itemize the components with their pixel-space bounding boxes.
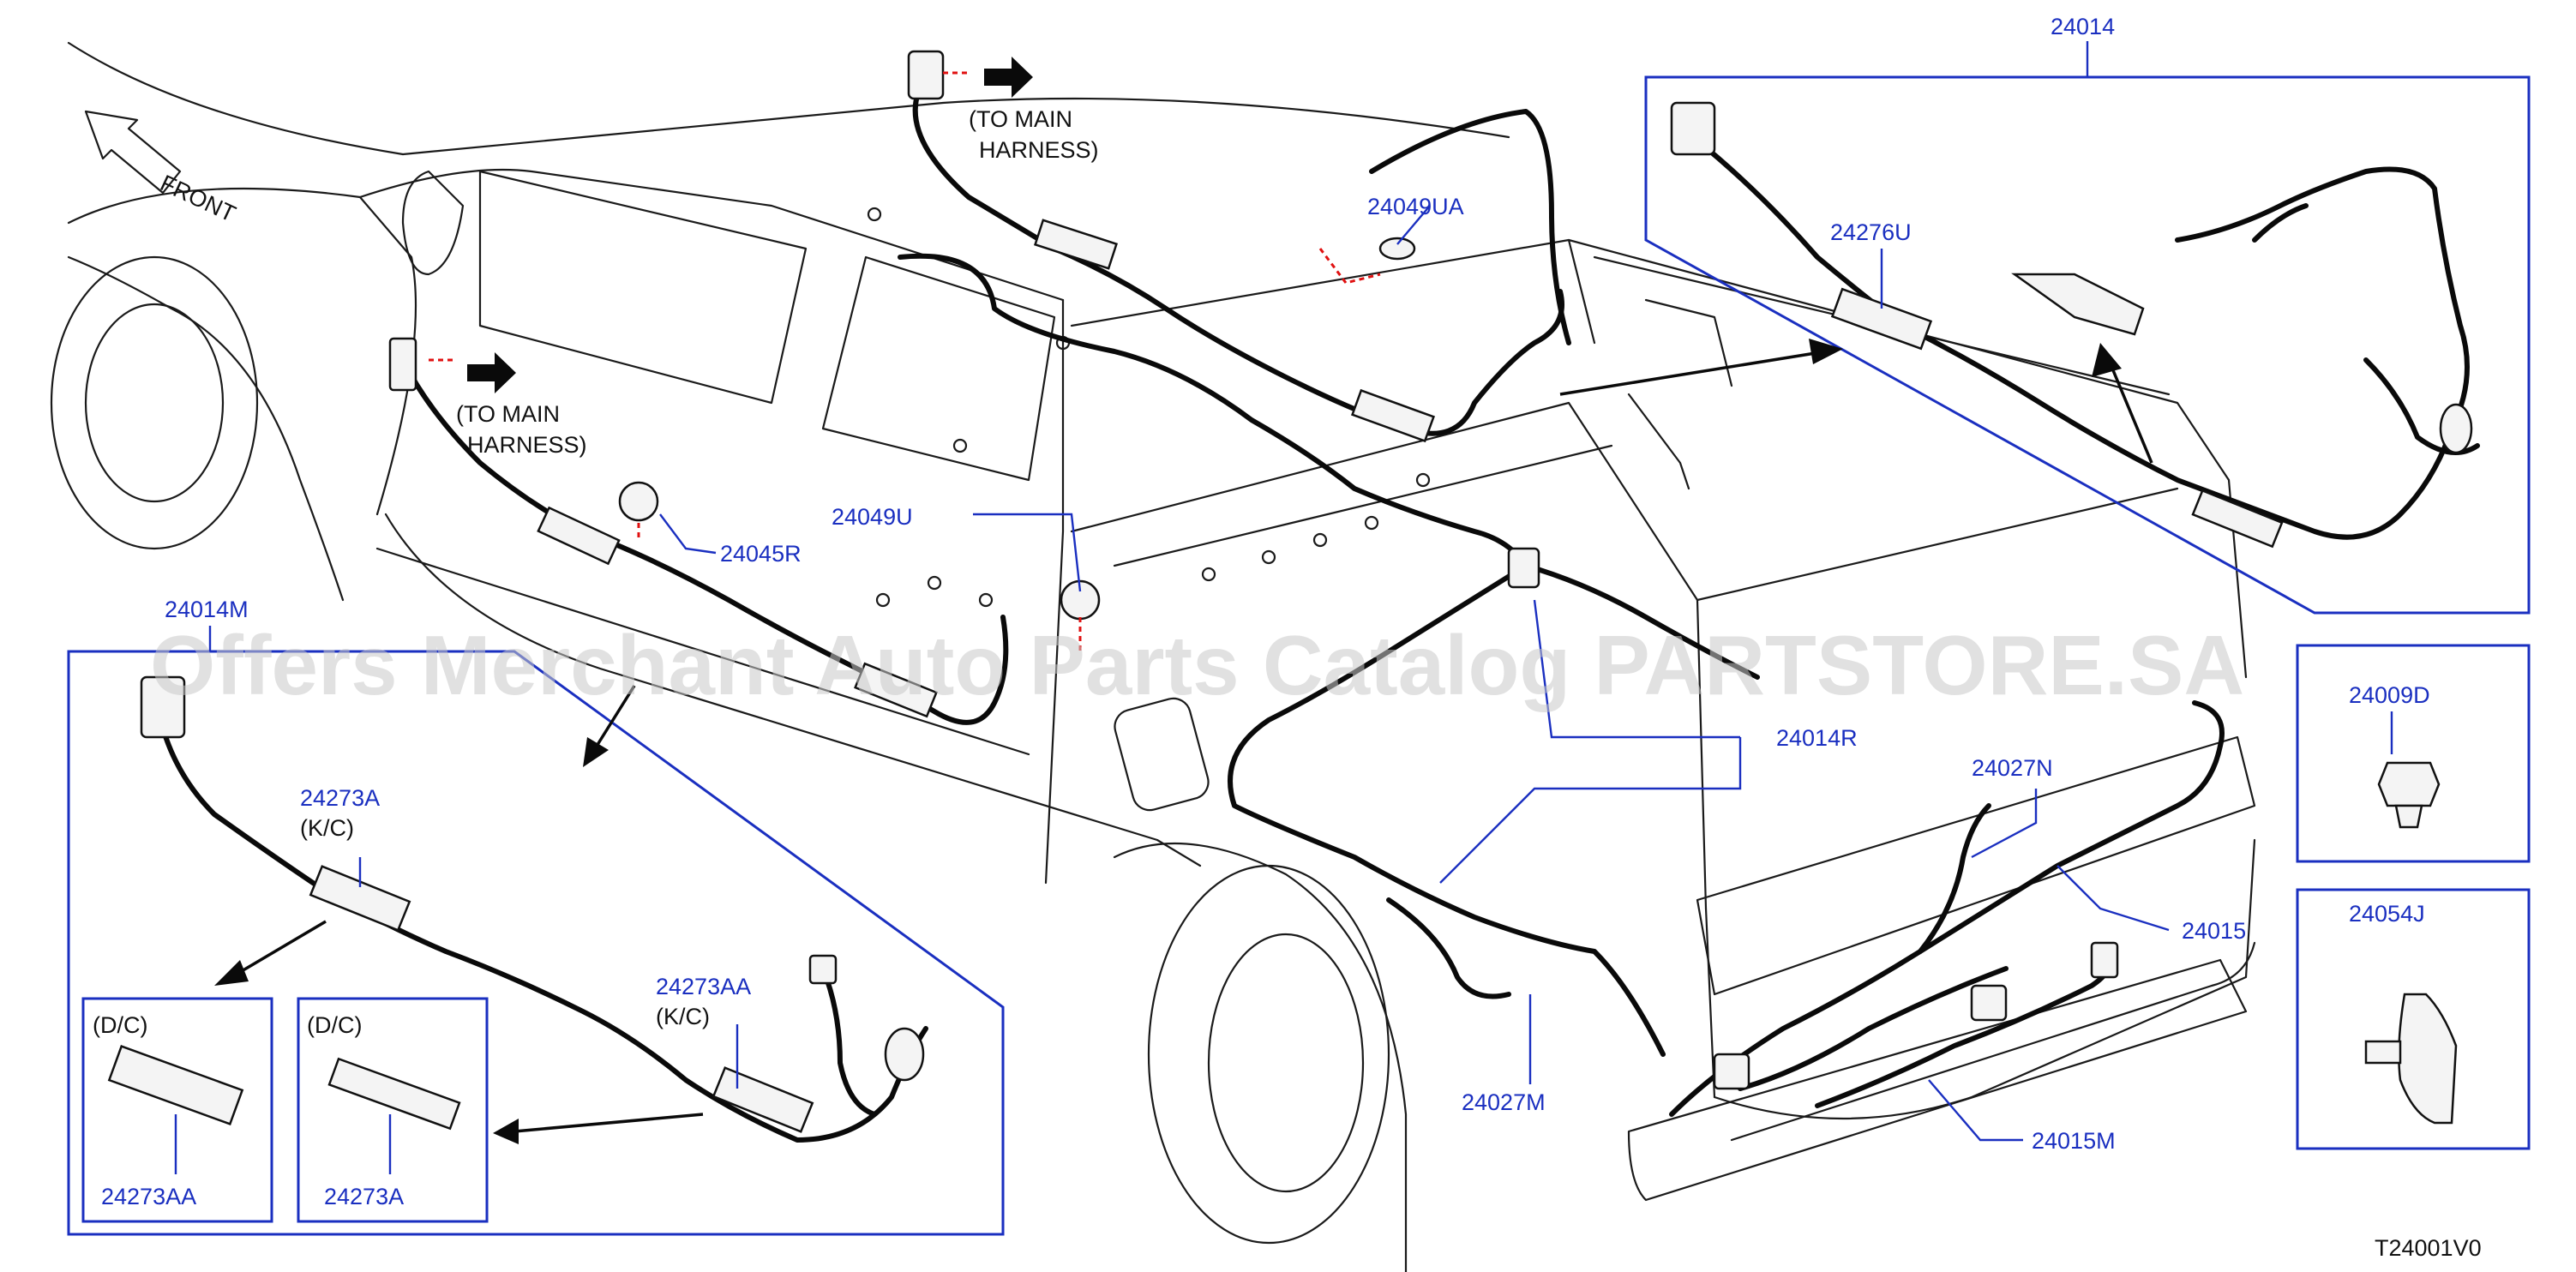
module-24276U [1830,287,1933,351]
part-labels: 24014 24276U 24049UA 24045R 24049U 24014… [93,14,2430,1209]
label-24014: 24014 [2051,14,2115,39]
to-main-note-1-line2: HARNESS) [979,137,1099,163]
vehicle-harnesses [400,75,2225,1117]
arrow-right-icon [467,352,516,393]
inset-24014 [1559,41,2531,615]
module-icon [107,1045,244,1125]
bolt-icon [2377,761,2441,807]
to-main-note-2-line1: (TO MAIN [456,401,560,427]
to-main-notes: (TO MAIN HARNESS) (TO MAIN HARNESS) [456,106,1099,458]
label-24027N: 24027N [1972,755,2053,781]
grommet-icon [2398,993,2458,1125]
watermark: Offers Merchant Auto Parts Catalog PARTS… [150,618,2244,712]
connector-icon [1670,101,1716,156]
to-main-arrows [467,57,1033,393]
module-icon [327,1057,461,1131]
label-24045R: 24045R [720,541,802,567]
label-24014M: 24014M [165,597,249,622]
connector-icon [808,954,838,985]
label-24054J: 24054J [2349,901,2425,927]
label-24009D: 24009D [2349,682,2430,708]
inset-24014M [67,626,1005,1236]
diagram-code: T24001V0 [2375,1235,2482,1261]
clip-markers [429,71,1381,651]
to-main-note-2-line2: HARNESS) [467,432,587,458]
label-24014R: 24014R [1776,725,1858,751]
dc-label-2: (D/C) [307,1012,362,1038]
module-icon [2191,489,2284,549]
kc-label-1: (K/C) [300,815,354,841]
dc-box-24273AA [81,997,273,1223]
grommet-icon [2439,403,2473,454]
label-24049UA: 24049UA [1367,194,1464,219]
label-24015: 24015 [2182,918,2246,944]
module-24273A [309,865,411,932]
grommet-icon [884,1027,925,1082]
kc-label-2: (K/C) [656,1004,710,1029]
label-24276U: 24276U [1830,219,1912,245]
vehicle-connectors [388,50,2119,1090]
label-24273A-box: 24273A [324,1184,404,1209]
box-24009D [2296,644,2531,863]
to-main-note-1-line1: (TO MAIN [969,106,1072,132]
box-24054J [2296,888,2531,1150]
label-24273AA: 24273AA [656,974,751,999]
dc-box-24273A [297,997,489,1223]
front-label: FRONT [156,170,239,226]
arrow-right-icon [984,57,1033,98]
label-24027M: 24027M [1462,1089,1546,1115]
label-24049U: 24049U [832,504,913,530]
label-24273A: 24273A [300,785,380,811]
bracket-icon [2011,273,2145,336]
label-24015M: 24015M [2032,1128,2116,1154]
vehicle-body-outline [50,41,2256,1272]
front-direction-arrow: FRONT [84,110,239,227]
connector-icon [140,675,186,739]
leader-lines [659,205,2393,1142]
label-24273AA-box: 24273AA [101,1184,196,1209]
dc-label-1: (D/C) [93,1012,147,1038]
